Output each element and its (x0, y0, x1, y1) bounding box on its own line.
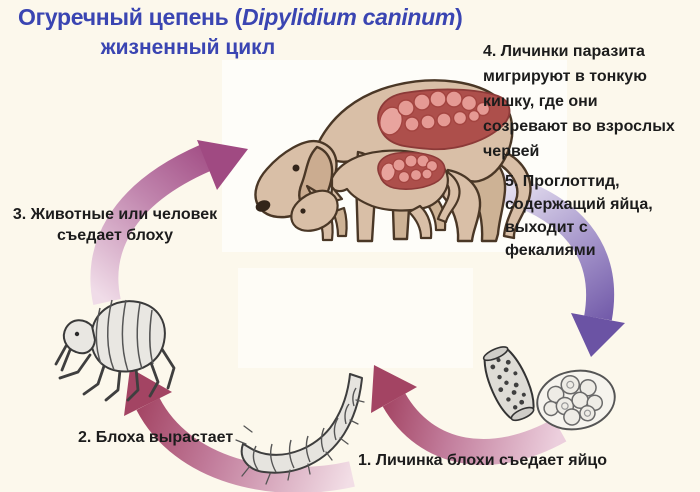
diagram-subtitle: жизненный цикл (100, 36, 276, 59)
adult-flea-illustration (54, 299, 176, 402)
step-5-label: 5. Проглоттид, содержащий яйца, выходит … (505, 173, 653, 259)
larva-bristles (235, 399, 365, 485)
arrow-flea-to-host (90, 140, 248, 305)
arrow-eggs-to-larva (371, 365, 567, 465)
cat-intestines (377, 151, 446, 190)
proglottid-illustration (482, 346, 535, 422)
egg-packet-illustration (536, 369, 616, 431)
proglottid-egg-dots (490, 358, 526, 410)
step-4-label: 4. Личинки паразита мигрируют в тонкую к… (483, 43, 675, 160)
flea-larva-illustration (235, 373, 365, 485)
flea-eye (74, 331, 80, 337)
cat-host-illustration (290, 149, 461, 242)
cat-eye (300, 208, 306, 214)
step-1-label: 1. Личинка блохи съедает яйцо (358, 452, 608, 469)
dog-host-illustration (254, 79, 532, 243)
title-prefix: Огуречный цепень ( (18, 4, 242, 30)
white-backing-center (238, 268, 473, 368)
title-suffix: ) (455, 4, 463, 30)
step-3-label: 3. Животные или человек съедает блоху (12, 206, 218, 244)
arrow-larva-to-flea (124, 368, 355, 492)
diagram-title: Огуречный цепень (Dipylidium caninum) (18, 4, 463, 31)
dog-nose (255, 200, 271, 212)
dog-intestines (377, 88, 511, 151)
step-2-label: 2. Блоха вырастает (78, 429, 234, 446)
title-latin-name: Dipylidium caninum (241, 4, 456, 30)
dog-eye (292, 164, 300, 172)
